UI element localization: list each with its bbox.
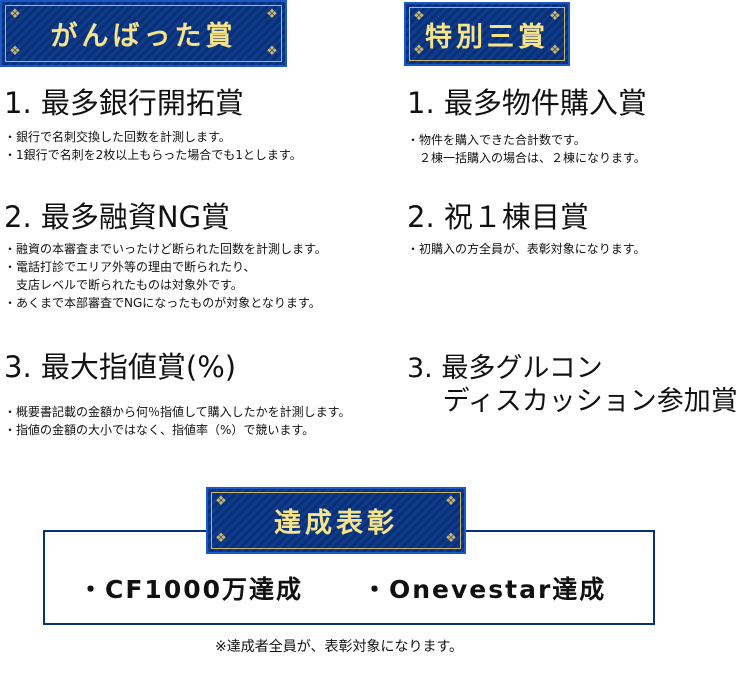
award-title: 1. 最多物件購入賞 [407, 86, 647, 120]
ornament-icon: ❖ [266, 44, 278, 59]
banner-achievement: ❖ ❖ ❖ ❖ 達成表彰 [206, 487, 466, 554]
award-title: 3. 最大指値賞(%) [4, 350, 237, 384]
ornament-icon: ❖ [549, 43, 561, 58]
achievement-item: ・Onevestar達成 [362, 575, 607, 604]
achievement-note: ※達成者全員が、表彰対象になります。 [215, 639, 464, 655]
banner-title: 特別三賞 [425, 21, 549, 53]
banner-ganbatta: ❖ ❖ ❖ ❖ がんばった賞 [0, 0, 287, 67]
banner-title: がんばった賞 [50, 21, 237, 52]
banner-title: 達成表彰 [274, 508, 398, 539]
award-title: 2. 祝１棟目賞 [407, 200, 589, 234]
ornament-icon: ❖ [445, 531, 457, 546]
ornament-icon: ❖ [215, 494, 227, 509]
award-description: ・物件を購入できた合計数です。 ２棟一括購入の場合は、２棟になります。 [407, 133, 646, 165]
ornament-icon: ❖ [9, 7, 21, 22]
award-title: 1. 最多銀行開拓賞 [4, 86, 244, 120]
ornament-icon: ❖ [549, 9, 561, 24]
ornament-icon: ❖ [266, 7, 278, 22]
ornament-icon: ❖ [9, 44, 21, 59]
award-description: ・概要書記載の金額から何％指値して購入したかを計測します。 ・指値の金額の大小で… [4, 405, 351, 437]
ornament-icon: ❖ [413, 43, 425, 58]
award-title: 2. 最多融資NG賞 [4, 200, 231, 234]
ornament-icon: ❖ [413, 9, 425, 24]
award-description: ・銀行で名刺交換した回数を計測します。 ・1銀行で名刺を2枚以上もらった場合でも… [4, 130, 302, 162]
achievement-item: ・CF1000万達成 [78, 575, 304, 604]
award-description: ・初購入の方全員が、表彰対象になります。 [407, 242, 646, 256]
ornament-icon: ❖ [445, 494, 457, 509]
ornament-icon: ❖ [215, 531, 227, 546]
award-description: ・融資の本審査までいったけど断られた回数を計測します。 ・電話打診でエリア外等の… [4, 242, 327, 310]
award-title: 3. 最多グルコン ディスカッション参加賞 [407, 353, 738, 417]
banner-special: ❖ ❖ ❖ ❖ 特別三賞 [404, 2, 570, 66]
